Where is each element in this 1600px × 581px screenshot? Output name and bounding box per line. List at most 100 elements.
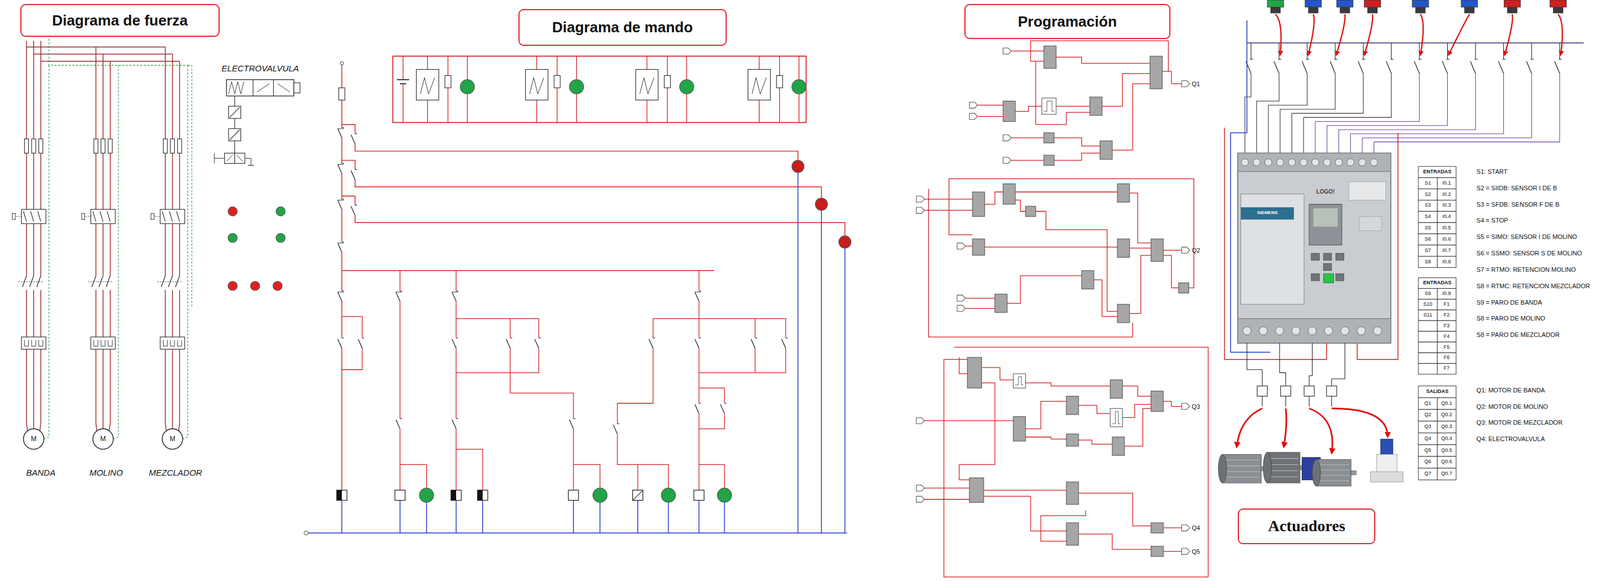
relay-coil [477,490,488,501]
wire-line [1362,73,1532,154]
table-cell [1437,456,1456,469]
wire-line [536,100,538,123]
wire-line [599,502,600,533]
plc-port [1359,216,1383,231]
table-cell-text: Q0.3 [1440,423,1453,430]
wire-line [452,292,457,302]
wire-line [108,339,113,346]
wire-line [396,419,401,429]
contact-gap [452,290,461,302]
function-block [1112,436,1125,456]
wire-line [1502,58,1506,60]
wire-line [779,87,780,123]
function-block [994,293,1008,312]
wire-line [1015,376,1024,385]
wire-line [1015,191,1118,192]
timer-frame [392,56,806,123]
pilot-lamp [838,236,852,249]
table-cell [1418,409,1438,422]
relay-coil-fill [451,490,457,501]
function-block [1043,45,1057,69]
thermal-relay [90,336,115,350]
contact-gap [351,133,359,144]
output-name: Q1 [1191,80,1201,88]
wire-line [1056,57,1151,64]
function-block [1066,396,1079,415]
motor-end [1218,453,1227,483]
wire-line [172,289,173,337]
wire-line [447,87,449,123]
wire-line [573,500,574,534]
terminal-screw [1253,158,1261,166]
wire-line [247,165,255,166]
wire-line [341,500,342,534]
table-cell [1418,363,1438,375]
wire-line [1446,58,1450,60]
terminal-screw [1323,158,1331,166]
signal-description: S2 = SIIDB: SENSOR I DE B [1476,184,1557,192]
wire-line [18,281,43,282]
wire-line [617,423,620,424]
contact-gap [396,418,404,429]
section-title: Programación [1017,13,1117,30]
wire-line [1278,43,1280,60]
terminal-screw [1340,326,1349,335]
wire-line [924,209,973,211]
function-block [1110,379,1123,398]
io-pin [969,113,978,120]
function-block [969,477,984,503]
signal-description: Q3: MOTOR DE MEZCLADOR [1476,418,1563,426]
wire-line [482,500,483,534]
wire-line [1414,61,1420,74]
wire-line [399,500,401,534]
wire-line [109,152,111,209]
table-cell [1437,421,1456,433]
table-cell [1437,298,1456,310]
function-block [1117,303,1130,323]
wire-line [350,170,355,180]
wire-line [1475,43,1477,60]
pilot-lamp [250,281,260,291]
wire-line [1309,396,1310,407]
wire-line [758,56,760,70]
wire-line [341,337,345,338]
wire-line [1274,61,1280,74]
wire-line [100,339,105,346]
function-block [1041,97,1057,115]
section-title-box: Diagrama de fuerza [20,3,220,37]
terminal-screw [1335,158,1343,166]
wire-line [95,349,97,424]
wire-line [1011,159,1045,161]
wire-line [26,40,27,139]
table-cell [1437,352,1456,364]
pushbutton-base [1339,7,1350,14]
wire-line [667,502,669,533]
wire-line [24,339,29,346]
wire-line [1386,61,1392,74]
wire-line [452,291,459,293]
wire-line [341,160,822,199]
signal-description: S3 = SFDB: SENSOR F DE B [1476,200,1560,208]
motor-symbol [23,428,44,449]
wire-line [178,423,180,431]
wire-line [187,65,192,307]
wire-line [686,56,688,80]
pointer-arrow [1283,408,1287,448]
wire-line [187,65,188,437]
plc-terminal-strip [1237,152,1391,171]
wire-line [724,402,727,404]
io-pin [957,294,965,302]
io-pin [1002,157,1011,164]
pointer-arrow [1448,14,1470,55]
function-block [1013,416,1026,441]
wire-line [228,81,244,94]
wire-line [113,436,119,440]
terminal-screw [1357,326,1366,335]
wire-line [1318,474,1349,476]
wire-line [781,339,786,349]
wire-line [341,127,345,128]
wire-line [179,289,180,337]
wire-line [337,242,345,244]
function-block [1002,101,1016,122]
